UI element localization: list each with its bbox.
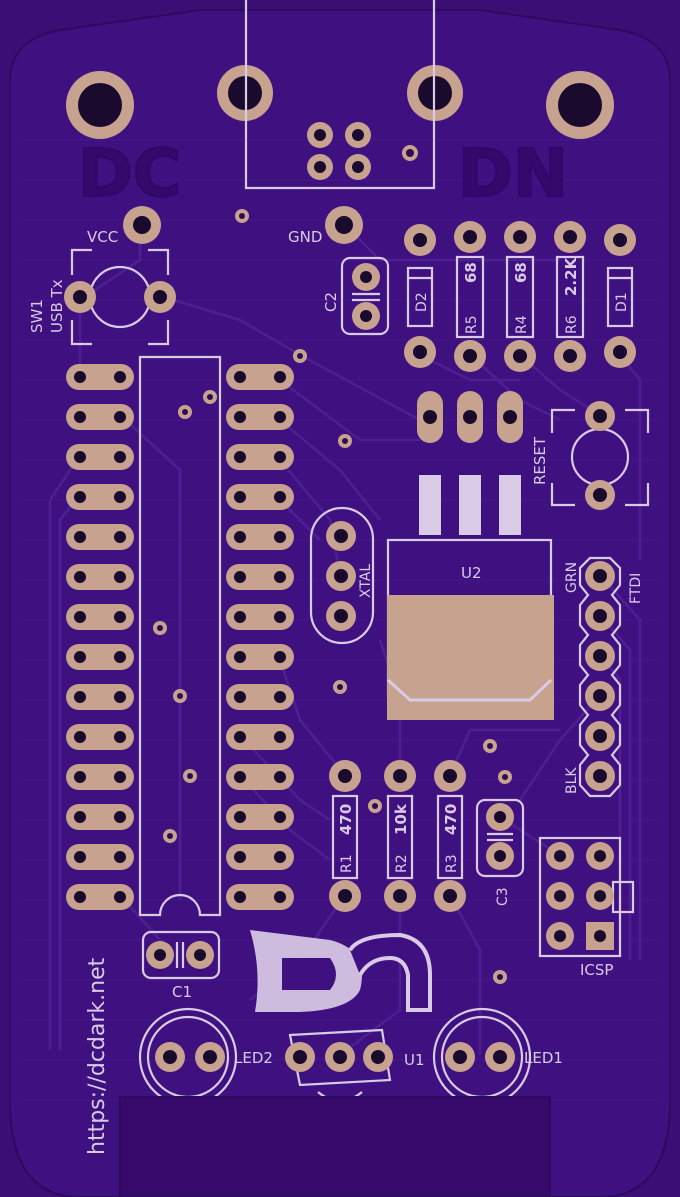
resistor-r4 [504, 221, 536, 372]
mcu-pin-pad [66, 884, 134, 910]
u2-label: U2 [461, 564, 482, 582]
regulator-u2 [386, 475, 554, 720]
mounting-hole [66, 71, 134, 139]
dn-logo [250, 930, 432, 1012]
led2-label: LED2 [234, 1049, 273, 1067]
d1-label: D1 [614, 292, 630, 312]
mcu-pins [66, 364, 294, 910]
diode-d2 [404, 224, 436, 368]
vias [153, 349, 512, 984]
r4-value: 68 [512, 262, 530, 283]
r6-value: 2.2K [562, 256, 580, 296]
mcu-pin-pad [66, 404, 134, 430]
mcu-pin-pad [226, 564, 294, 590]
r1-label: R1 [339, 854, 355, 873]
mcu-pin-pad [226, 604, 294, 630]
mcu-pin-pad [66, 364, 134, 390]
mcu-pin-pad [66, 444, 134, 470]
xtal-label: XTAL [358, 564, 374, 598]
icsp-header [538, 836, 635, 958]
mcu-pin-pad [66, 604, 134, 630]
vcc-label: VCC [87, 228, 118, 246]
mounting-hole [546, 71, 614, 139]
switch-sw1 [64, 248, 176, 346]
mcu-pin-pad [226, 844, 294, 870]
mcu-pin-pad [66, 484, 134, 510]
sw1-label: SW1 [28, 299, 46, 333]
resistor-r6 [554, 221, 586, 372]
capacitor-c2 [340, 256, 390, 336]
u1-sensor [285, 1028, 393, 1103]
battery-area [119, 1096, 551, 1197]
c2-label: C2 [322, 292, 340, 312]
mcu-pin-pad [226, 804, 294, 830]
r2-value: 10k [392, 803, 410, 835]
ftdi-header [578, 556, 622, 798]
mcu-pin-pad [66, 564, 134, 590]
icsp-label: ICSP [580, 961, 613, 979]
brand-right: DN [458, 135, 568, 212]
gnd-pad [325, 206, 363, 244]
vcc-pad [123, 206, 161, 244]
r1-value: 470 [337, 804, 355, 835]
c1-label: C1 [172, 983, 192, 1001]
mcu-pin-pad [66, 524, 134, 550]
mcu-outline [138, 355, 222, 917]
mcu-pin-pad [226, 404, 294, 430]
r3-value: 470 [442, 804, 460, 835]
r4-label: R4 [514, 315, 530, 334]
mcu-pin-pad [226, 484, 294, 510]
capacitor-c3 [475, 798, 525, 878]
r3-label: R3 [444, 854, 460, 873]
resistor-r3 [434, 760, 466, 912]
mcu-pin-pad [66, 644, 134, 670]
diode-d1 [604, 224, 636, 368]
mcu-pin-pad [226, 644, 294, 670]
mcu-pin-pad [66, 844, 134, 870]
url-text: https://dcdark.net [85, 957, 110, 1155]
d2-label: D2 [414, 292, 430, 312]
resistor-r1 [329, 760, 361, 912]
gnd-label: GND [288, 228, 322, 246]
led1-label: LED1 [524, 1049, 563, 1067]
mcu-pin-pad [66, 684, 134, 710]
mcu-pin-pad [226, 444, 294, 470]
resistor-r5 [454, 221, 486, 372]
mcu-pin-pad [226, 364, 294, 390]
crystal-xtal [309, 506, 375, 645]
mcu-pin-pad [226, 724, 294, 750]
regulator-pads [417, 391, 523, 443]
r5-label: R5 [464, 315, 480, 334]
ftdi-label: FTDI [628, 573, 644, 604]
r5-value: 68 [462, 262, 480, 283]
r2-label: R2 [394, 854, 410, 873]
reset-switch [550, 401, 650, 510]
u1-label: U1 [404, 1051, 425, 1069]
c3-label: C3 [495, 887, 511, 906]
usb-connector-outline [244, 0, 436, 190]
via [235, 209, 249, 223]
mcu-pin-pad [66, 764, 134, 790]
resistor-r2 [384, 760, 416, 912]
blk-label: BLK [564, 767, 580, 794]
brand-left: DC [78, 135, 181, 212]
r6-label: R6 [564, 315, 580, 334]
mcu-pin-pad [226, 764, 294, 790]
usb-pins [307, 122, 418, 180]
usb-tx-label: USB Tx [48, 279, 66, 333]
mcu-pin-pad [66, 804, 134, 830]
capacitor-c1 [141, 930, 221, 980]
mcu-pin-pad [66, 724, 134, 750]
led2 [138, 1007, 238, 1107]
mcu-pin-pad [226, 524, 294, 550]
mcu-pin-pad [226, 684, 294, 710]
mcu-pin-pad [226, 884, 294, 910]
grn-label: GRN [564, 562, 580, 593]
reset-label: RESET [531, 436, 549, 485]
